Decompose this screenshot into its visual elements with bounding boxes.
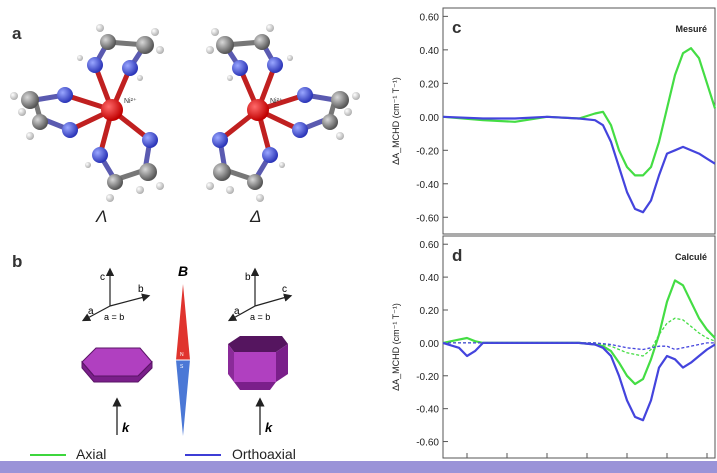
metal-label-left: Ni²⁺ bbox=[124, 97, 137, 105]
y-tick-label: -0.60 bbox=[416, 213, 439, 224]
wave-vector-label-left: k bbox=[122, 420, 130, 435]
crystal-plate bbox=[81, 347, 153, 383]
magnet-north-label: N bbox=[180, 352, 184, 358]
panel-letter-c: c bbox=[452, 18, 462, 37]
crystal-orientation-diagram: c b a a = b k B N S b c a a = b k bbox=[81, 263, 293, 436]
field-label: B bbox=[178, 263, 188, 279]
mchd-spectra-charts: 0.60 0.40 0.20 0.00 -0.20 -0.40 -0.60 MesuréΔA_… bbox=[391, 7, 717, 459]
axis-label-c-right: c bbox=[282, 284, 287, 295]
panel-letter-a: a bbox=[12, 24, 22, 43]
y-axis-label: ΔA_MCHD (cm⁻¹ T⁻¹) bbox=[391, 303, 401, 391]
y-tick-label: -0.60 bbox=[416, 438, 439, 449]
isomer-label-lambda: Λ bbox=[95, 207, 107, 226]
legend-label-orthoaxial: Orthoaxial bbox=[232, 446, 296, 462]
axis-eq-right: a = b bbox=[250, 312, 270, 322]
footer-bar bbox=[0, 461, 717, 473]
y-axis-label: ΔA_MCHD (cm⁻¹ T⁻¹) bbox=[391, 77, 401, 165]
legend-swatch-axial bbox=[30, 454, 66, 456]
metal-label-right: Ni²⁺ bbox=[270, 97, 283, 105]
axes-right bbox=[227, 267, 293, 322]
legend-swatch-orthoaxial bbox=[185, 454, 221, 456]
panel-letter-b: b bbox=[12, 252, 23, 271]
axis-label-b-right: b bbox=[245, 272, 251, 283]
y-tick-label: -0.40 bbox=[416, 405, 439, 416]
y-tick-label: 0.40 bbox=[420, 273, 440, 284]
crystal-prism bbox=[228, 336, 288, 390]
series-line-2 bbox=[443, 317, 716, 357]
molecule-lambda bbox=[10, 24, 164, 202]
y-tick-label: -0.20 bbox=[416, 146, 439, 157]
plot-frame bbox=[442, 7, 716, 235]
y-tick-label: 0.40 bbox=[420, 46, 440, 57]
plot-frame bbox=[442, 235, 716, 459]
series-line-1 bbox=[442, 341, 716, 422]
y-tick-label: -0.40 bbox=[416, 180, 439, 191]
wave-vector-label-right: k bbox=[265, 420, 273, 435]
axes-left bbox=[81, 267, 151, 322]
magnet-icon bbox=[176, 284, 190, 436]
y-tick-label: 0.60 bbox=[420, 240, 440, 251]
molecule-delta bbox=[206, 24, 360, 202]
axis-label-a-left: a bbox=[88, 306, 94, 317]
y-tick-label: 0.60 bbox=[420, 12, 440, 23]
series-line-1 bbox=[442, 115, 716, 214]
magnet-south-label: S bbox=[180, 364, 184, 370]
molecule-structures: Ni²⁺ Ni²⁺ Λ Δ bbox=[10, 24, 360, 226]
axis-label-c-left: c bbox=[100, 272, 105, 283]
axis-eq-left: a = b bbox=[104, 312, 124, 322]
isomer-label-delta: Δ bbox=[249, 207, 261, 226]
y-tick-label: 0.20 bbox=[420, 79, 440, 90]
series-line-3 bbox=[443, 342, 715, 351]
series-line-0 bbox=[442, 279, 716, 386]
y-tick-label: -0.20 bbox=[416, 372, 439, 383]
y-tick-label: 0.00 bbox=[420, 113, 440, 124]
chart-mesure: 0.60 0.40 0.20 0.00 -0.20 -0.40 -0.60 MesuréΔA_… bbox=[391, 7, 717, 235]
y-tick-label: 0.20 bbox=[420, 306, 440, 317]
chart-calcule: 0.600.400.200.00-0.20-0.40-0.60500550600… bbox=[391, 235, 716, 459]
series-line-0 bbox=[442, 47, 717, 177]
y-tick-label: 0.00 bbox=[420, 339, 440, 350]
legend-label-axial: Axial bbox=[76, 446, 107, 462]
chart-title: Calculé bbox=[675, 252, 707, 262]
chart-title: Mesuré bbox=[675, 24, 707, 34]
axis-label-a-right: a bbox=[234, 306, 240, 317]
axis-label-b-left: b bbox=[138, 284, 144, 295]
panel-letter-d: d bbox=[452, 246, 463, 265]
